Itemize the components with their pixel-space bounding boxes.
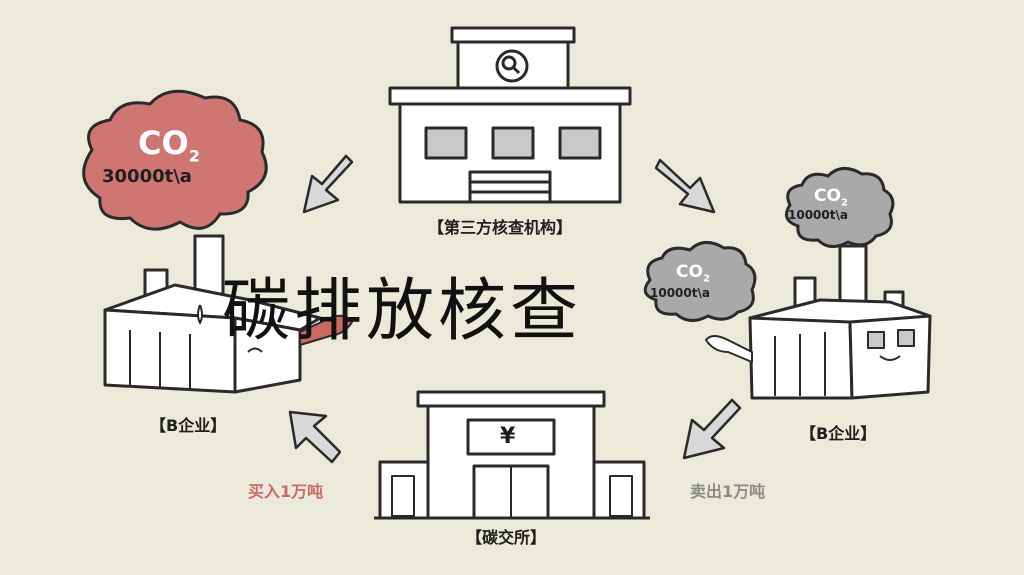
page-title: 碳排放核查 bbox=[222, 272, 583, 351]
left-co2-amount: 30000t\a bbox=[102, 166, 192, 187]
right-lower-co2-formula: CO2 bbox=[676, 262, 710, 284]
right-enterprise-label: 【B企业】 bbox=[800, 424, 877, 443]
sell-label: 卖出1万吨 bbox=[690, 482, 766, 501]
entrance bbox=[468, 170, 552, 204]
arrow-sell-to-exchange bbox=[682, 398, 742, 460]
magnifier-lens bbox=[501, 55, 517, 71]
third-party-building bbox=[388, 26, 632, 204]
right-lower-co2-amount: 10000t\a bbox=[650, 286, 710, 300]
exchange-label: 【碳交所】 bbox=[466, 528, 547, 547]
left-co2-cloud bbox=[82, 89, 268, 231]
right-factory bbox=[705, 244, 932, 400]
magnifier-icon bbox=[495, 49, 529, 83]
left-co2-sub: 2 bbox=[188, 146, 200, 166]
magnifier-handle bbox=[512, 66, 521, 75]
third-party-label: 【第三方核查机构】 bbox=[428, 218, 573, 237]
window bbox=[491, 126, 535, 160]
arrow-to-left-enterprise bbox=[302, 154, 354, 214]
right-upper-co2-sub: 2 bbox=[840, 197, 848, 209]
left-co2-gas: CO bbox=[138, 124, 189, 162]
right-lower-co2-gas: CO bbox=[676, 262, 703, 282]
right-lower-co2-cloud bbox=[643, 241, 757, 322]
exchange-building bbox=[374, 390, 650, 520]
left-enterprise-label: 【B企业】 bbox=[150, 416, 227, 435]
selling-hand bbox=[705, 335, 753, 363]
right-upper-co2-amount: 10000t\a bbox=[788, 208, 848, 222]
arrow-buy-from-exchange bbox=[288, 410, 342, 464]
buy-label: 买入1万吨 bbox=[248, 482, 324, 501]
exchange-sign-glyph: ¥ bbox=[500, 424, 516, 449]
right-lower-co2-sub: 2 bbox=[702, 273, 710, 285]
window bbox=[558, 126, 602, 160]
arrow-to-right-enterprise bbox=[654, 158, 716, 214]
right-upper-co2-cloud bbox=[784, 167, 895, 248]
left-factory bbox=[103, 234, 353, 394]
exchange-sign bbox=[466, 418, 556, 456]
left-co2-formula: CO2 bbox=[138, 124, 200, 165]
right-upper-co2-gas: CO bbox=[814, 186, 841, 206]
right-upper-co2-formula: CO2 bbox=[814, 186, 848, 208]
window bbox=[424, 126, 468, 160]
buying-hand bbox=[299, 314, 353, 346]
